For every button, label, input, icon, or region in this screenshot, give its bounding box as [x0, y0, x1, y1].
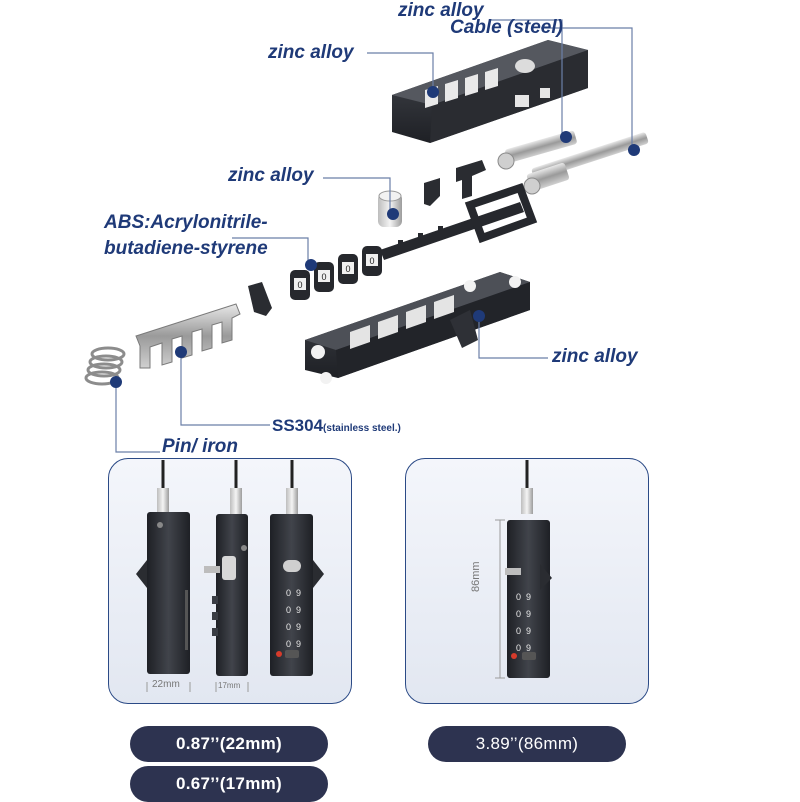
callout-cable-steel: Cable (steel) — [450, 17, 563, 38]
keypad-digit: 9 — [526, 643, 531, 653]
height-dimension-line — [495, 519, 505, 679]
dimension-22mm: 22mm — [152, 679, 180, 690]
keypad-digit: 0 — [286, 588, 291, 598]
leader-lines — [115, 19, 633, 453]
abs-dial-wheels: 0 0 0 0 — [290, 246, 382, 300]
keypad-digit: 9 — [296, 605, 301, 615]
dial-digit: 0 — [297, 280, 302, 290]
side-view-lock-wide — [136, 460, 190, 674]
dimension-17mm: 17mm — [218, 681, 241, 690]
dimension-86mm: 86mm — [470, 561, 482, 592]
keypad-digit: 0 — [286, 622, 291, 632]
dial-digit: 0 — [369, 256, 374, 266]
keypad-digit: 9 — [526, 592, 531, 602]
callout-pin-iron: Pin/ iron — [162, 436, 238, 457]
width-dimension-lines — [146, 682, 249, 692]
top-cover-part — [392, 40, 588, 143]
keypad-digit: 0 — [516, 643, 521, 653]
callout-zinc-alloy-cover: zinc alloy — [268, 42, 354, 63]
keypad-digit: 9 — [296, 588, 301, 598]
keypad-digit: 9 — [526, 609, 531, 619]
spacer-part — [248, 282, 272, 316]
callout-ss304-label: SS304 — [272, 416, 324, 435]
dial-wheel: 0 — [362, 246, 382, 276]
pill-width-17mm: 0.67’’(17mm) — [130, 766, 328, 802]
keypad-digit: 9 — [296, 622, 301, 632]
keypad-digit: 0 — [516, 592, 521, 602]
callout-dots — [110, 86, 640, 388]
keypad-digit: 9 — [296, 639, 301, 649]
keypad-digit: 0 — [516, 626, 521, 636]
callout-abs-line2: butadiene-styrene — [104, 238, 268, 259]
dial-wheel: 0 — [290, 270, 310, 300]
side-view-lock-narrow — [204, 460, 248, 676]
callout-zinc-alloy-pin: zinc alloy — [228, 165, 314, 186]
keypad-digit: 0 — [286, 605, 291, 615]
base-body-part — [305, 272, 530, 384]
cable-pin-lower — [523, 132, 649, 195]
dial-wheel: 0 — [314, 262, 334, 292]
keypad-digit: 0 — [286, 639, 291, 649]
keypad-digit: 0 — [516, 609, 521, 619]
pill-width-22mm: 0.87’’(22mm) — [130, 726, 328, 762]
slider-bar-part — [380, 182, 538, 260]
cable-pin-upper — [497, 130, 577, 170]
keypad-digit: 9 — [526, 626, 531, 636]
pill-height-86mm: 3.89’’(86mm) — [428, 726, 626, 762]
callout-zinc-alloy-base: zinc alloy — [552, 346, 638, 367]
latch-parts — [424, 160, 486, 206]
callout-ss304: SS304(stainless steel.) — [272, 416, 401, 436]
callout-zinc-alloy-top: zinc alloy — [398, 0, 484, 21]
dial-wheel: 0 — [338, 254, 358, 284]
callout-ss304-note: (stainless steel.) — [323, 423, 401, 434]
dial-digit: 0 — [345, 264, 350, 274]
spring-part — [84, 346, 126, 386]
ss304-plate-part — [135, 303, 241, 369]
callout-abs-line1: ABS:Acrylonitrile- — [104, 212, 268, 233]
dial-digit: 0 — [321, 272, 326, 282]
